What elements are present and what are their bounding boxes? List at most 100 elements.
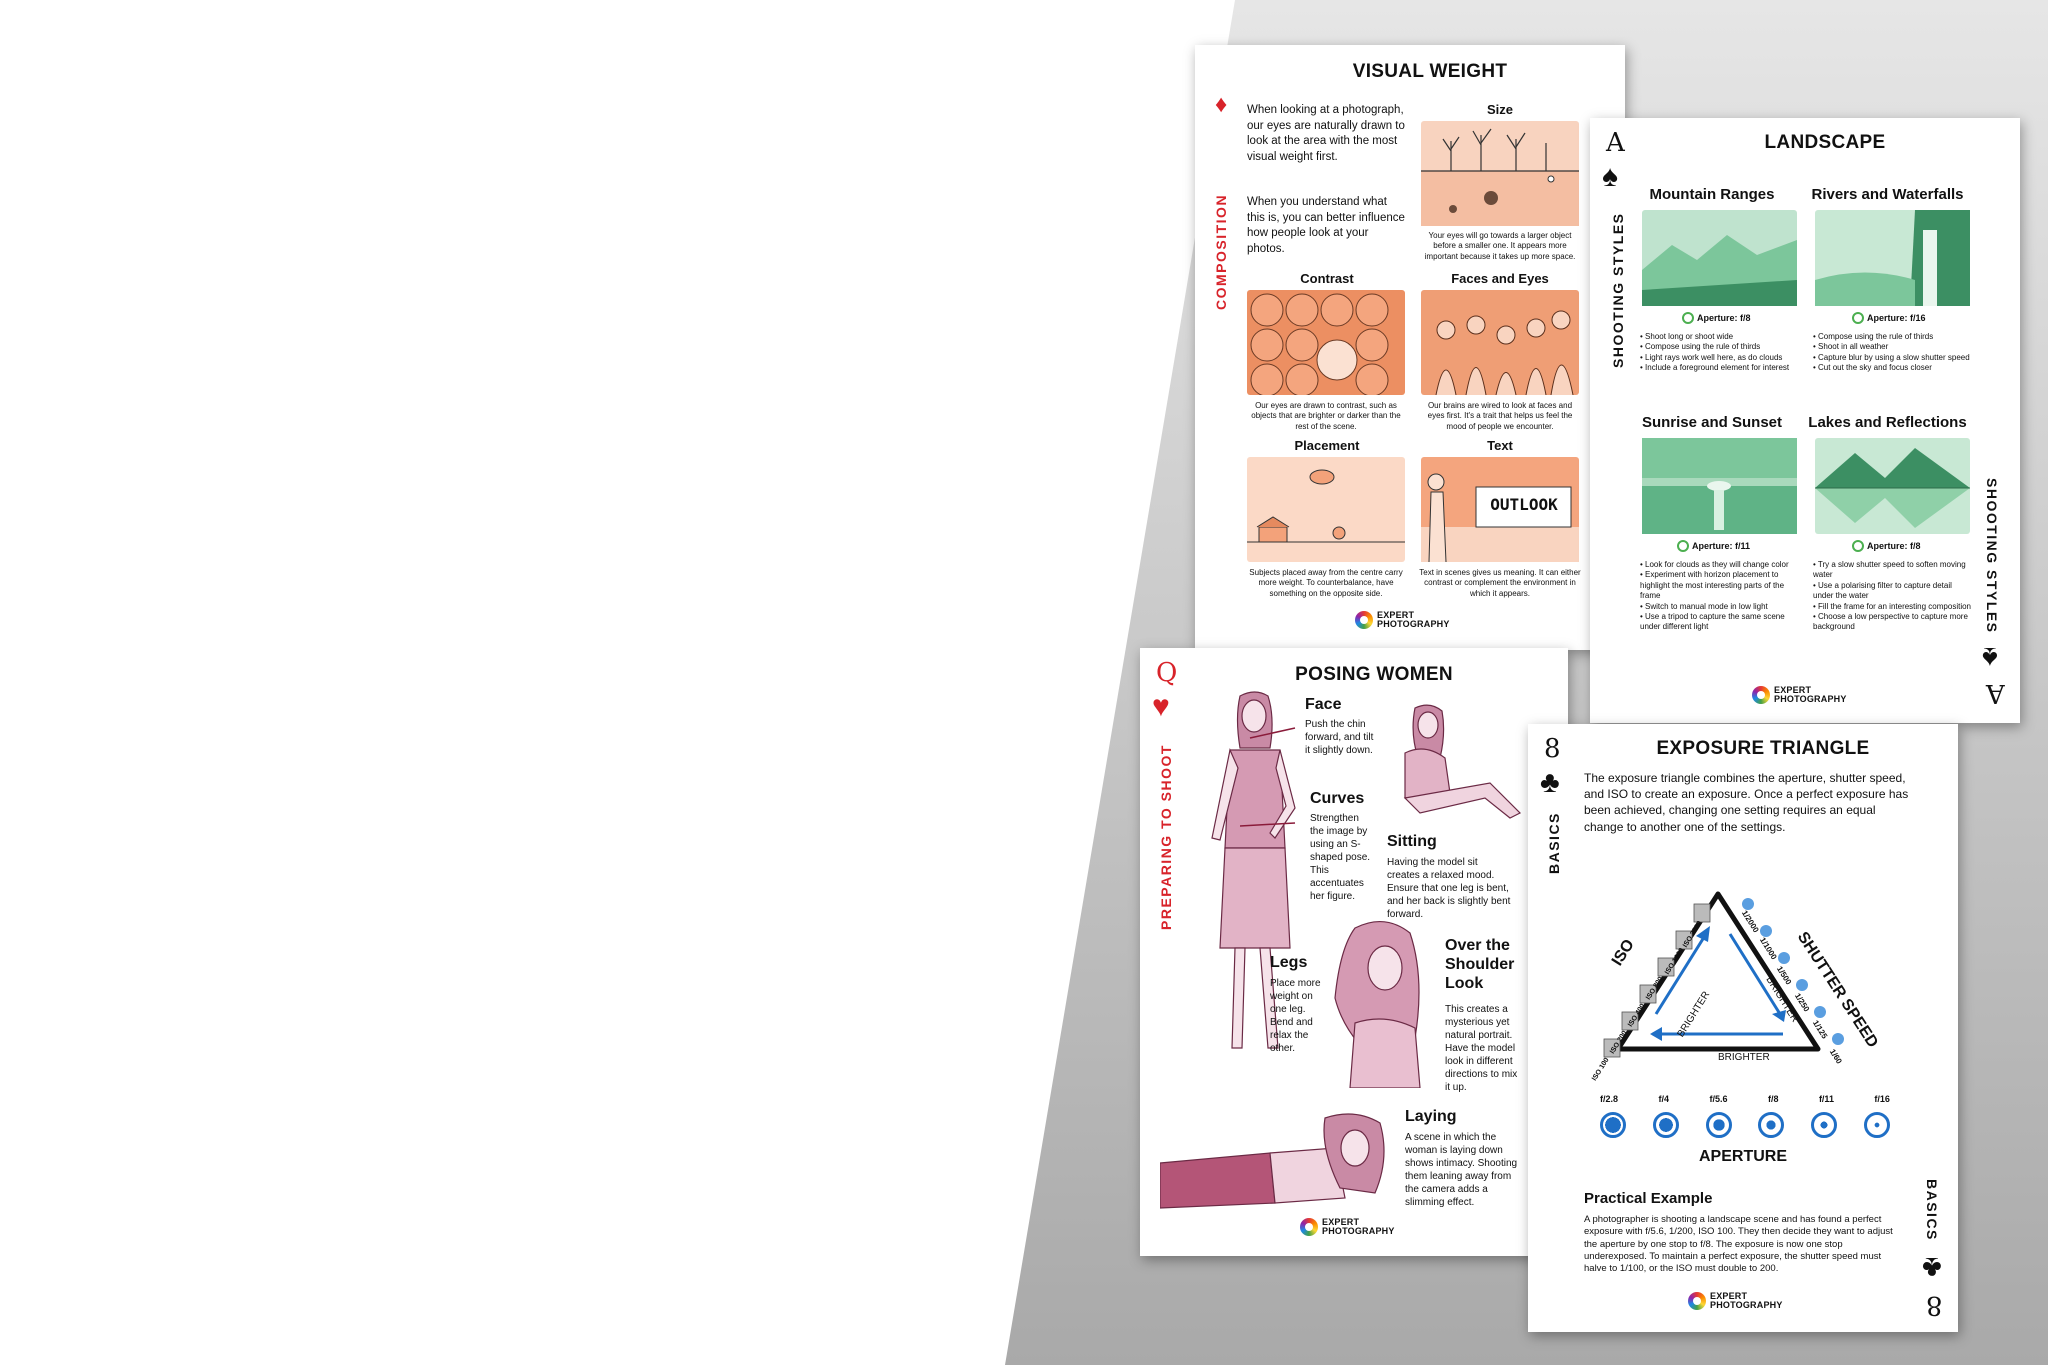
rivers-aperture: Aperture: f/16	[1852, 312, 1926, 324]
sunrise-illustration	[1642, 438, 1797, 534]
intro-text-1: When looking at a photograph, our eyes a…	[1247, 104, 1405, 163]
card-exposure-triangle: 8 ♣ BASICS BASICS ♣ 8 EXPOSURE TRIANGLE …	[1528, 724, 1958, 1332]
practical-title: Practical Example	[1584, 1190, 1713, 1207]
standing-woman-illustration	[1211, 691, 1296, 1049]
card-visual-weight: COMPOSITION ♦ VISUAL WEIGHT When looking…	[1195, 45, 1625, 650]
lakes-illustration	[1815, 438, 1970, 534]
card-title: EXPOSURE TRIANGLE	[1656, 738, 1870, 759]
card-side-label-bottom: BASICS	[1924, 1179, 1940, 1241]
pointer-lines	[1240, 727, 1296, 827]
aperture-icon	[1682, 312, 1694, 324]
laying-woman-illustration	[1160, 1113, 1385, 1209]
aperture-logo-icon	[1752, 686, 1770, 704]
card-title: POSING WOMEN	[1295, 664, 1453, 685]
club-suit-icon: ♣	[1540, 766, 1560, 799]
lakes-label: Lakes and Reflections	[1808, 414, 1967, 431]
size-illustration	[1421, 121, 1579, 226]
curves-label: Curves	[1310, 790, 1365, 807]
mountain-aperture: Aperture: f/8	[1682, 312, 1751, 324]
text-label: Text	[1487, 438, 1513, 453]
sunrise-aperture: Aperture: f/11	[1677, 540, 1750, 552]
aperture-logo-icon	[1300, 1218, 1318, 1236]
aperture-logo-icon	[1355, 611, 1373, 629]
contrast-label: Contrast	[1300, 271, 1354, 286]
card-side-label-bottom: SHOOTING STYLES	[1984, 478, 2000, 634]
card-side-label: COMPOSITION	[1213, 193, 1229, 310]
card-side-label: SHOOTING STYLES	[1610, 212, 1626, 368]
placement-label: Placement	[1294, 438, 1360, 453]
contrast-illustration	[1247, 290, 1405, 397]
laying-text: A scene in which the woman is laying dow…	[1405, 1132, 1518, 1208]
iso-values: ISO 100 ISO 200 ISO 400 ISO 800 ISO 1600…	[1591, 920, 1704, 1083]
club-suit-icon-bottom: ♣	[1922, 1251, 1942, 1284]
aperture-icon	[1652, 1112, 1679, 1138]
contrast-caption: Our eyes are drawn to contrast, such as …	[1251, 401, 1401, 431]
placement-caption: Subjects placed away from the centre car…	[1249, 568, 1403, 598]
mountain-illustration	[1642, 210, 1797, 306]
sunrise-bullets: Look for clouds as they will change colo…	[1640, 560, 1795, 633]
spade-suit-icon: ♠	[1602, 160, 1618, 193]
card-posing-women: Q ♥ PREPARING TO SHOOT POSING WOMEN Face…	[1140, 648, 1568, 1256]
card-rank-bottom: A	[1986, 678, 2005, 708]
sign-text: OUTLOOK	[1490, 495, 1558, 514]
legs-text: Place more weight on one leg. Bend and r…	[1270, 978, 1321, 1054]
aperture-icon	[1705, 1112, 1732, 1138]
sitting-label: Sitting	[1387, 833, 1437, 850]
faces-label: Faces and Eyes	[1451, 271, 1549, 286]
card-rank: 8	[1544, 734, 1561, 764]
size-caption: Your eyes will go towards a larger objec…	[1424, 231, 1576, 261]
aperture-icon	[1863, 1112, 1890, 1138]
curves-text: Strengthen the image by using an S-shape…	[1310, 813, 1371, 902]
card-rank: A	[1606, 128, 1625, 158]
card-side-label: PREPARING TO SHOOT	[1158, 744, 1174, 930]
card-title: VISUAL WEIGHT	[1352, 61, 1508, 82]
face-text: Push the chin forward, and tilt it sligh…	[1305, 719, 1374, 756]
lakes-aperture: Aperture: f/8	[1852, 540, 1921, 552]
aperture-icon	[1600, 1112, 1626, 1138]
spade-suit-icon-bottom: ♠	[1982, 641, 1998, 674]
legs-label: Legs	[1270, 954, 1308, 971]
over-shoulder-label: Over the Shoulder Look	[1445, 937, 1515, 993]
practical-text: A photographer is shooting a landscape s…	[1584, 1214, 1893, 1275]
text-caption: Text in scenes gives us meaning. It can …	[1419, 568, 1581, 598]
heart-suit-icon: ♥	[1152, 690, 1170, 723]
card-side-label: BASICS	[1546, 812, 1562, 874]
exposure-triangle-diagram	[1603, 891, 1844, 1058]
rivers-bullets: Compose using the rule of thirdsShoot in…	[1813, 332, 1973, 374]
aperture-icon	[1852, 540, 1864, 552]
brighter-label: BRIGHTER	[1718, 1052, 1770, 1063]
faces-caption: Our brains are wired to look at faces an…	[1427, 401, 1573, 431]
placement-illustration	[1247, 457, 1405, 562]
over-shoulder-illustration	[1334, 921, 1421, 1088]
mountain-label: Mountain Ranges	[1649, 186, 1775, 203]
sitting-text: Having the model sit creates a relaxed m…	[1387, 857, 1511, 920]
size-label: Size	[1486, 102, 1513, 117]
intro-text-2: When you understand what this is, you ca…	[1247, 196, 1405, 255]
text-illustration: OUTLOOK	[1421, 457, 1579, 563]
diamond-suit-icon: ♦	[1215, 91, 1228, 118]
aperture-icon	[1758, 1112, 1785, 1138]
sunrise-label: Sunrise and Sunset	[1641, 414, 1783, 431]
laying-label: Laying	[1405, 1108, 1457, 1125]
shutter-values: 1/2000 1/1000 1/500 1/250 1/125 1/60	[1739, 908, 1844, 1066]
aperture-logo-icon	[1688, 1292, 1706, 1310]
aperture-icon	[1852, 312, 1864, 324]
rivers-illustration	[1815, 210, 1970, 306]
sitting-woman-illustration	[1403, 704, 1522, 819]
intro-text: The exposure triangle combines the apert…	[1584, 771, 1909, 834]
faces-illustration	[1421, 290, 1579, 396]
face-label: Face	[1305, 696, 1342, 713]
card-rank: Q	[1156, 658, 1178, 688]
lakes-bullets: Try a slow shutter speed to soften movin…	[1813, 560, 1973, 633]
over-shoulder-text: This creates a mysterious yet natural po…	[1445, 1004, 1518, 1093]
card-rank-bottom: 8	[1926, 1290, 1943, 1320]
aperture-icon	[1677, 540, 1689, 552]
mountain-bullets: Shoot long or shoot wideCompose using th…	[1640, 332, 1795, 374]
aperture-icons-row	[1600, 1112, 1890, 1138]
card-title: LANDSCAPE	[1764, 132, 1886, 153]
